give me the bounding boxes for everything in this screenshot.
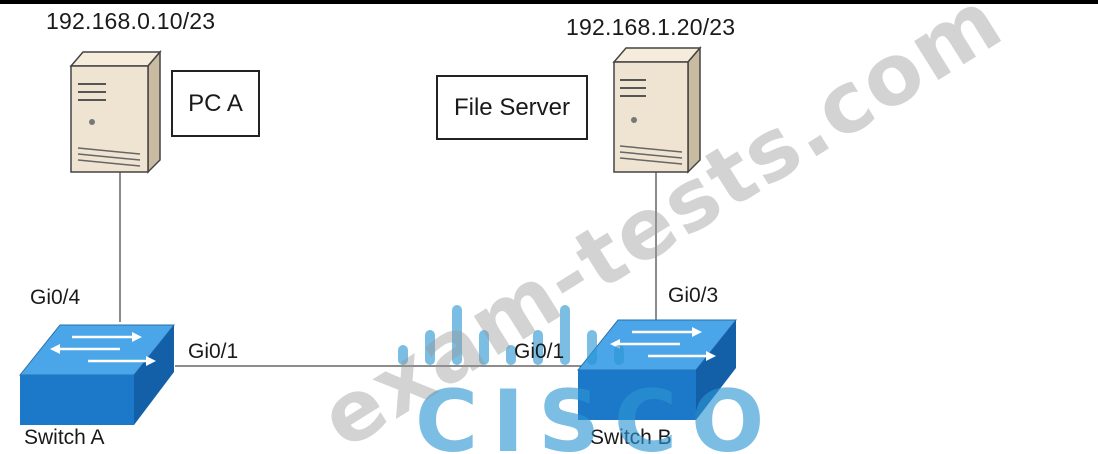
port-label-switch-b-gi0-1: Gi0/1: [514, 340, 565, 363]
server-name-box: File Server: [436, 75, 588, 140]
port-label-switch-a-gi0-1: Gi0/1: [188, 340, 239, 363]
port-label-gi0-4: Gi0/4: [30, 286, 81, 309]
pc-name-label: PC A: [188, 89, 243, 117]
switch-b-label: Switch B: [590, 426, 672, 449]
cisco-logo-text: CISCO: [415, 372, 779, 454]
pc-tower-icon: [69, 49, 162, 174]
port-label-gi0-3: Gi0/3: [668, 284, 719, 307]
switch-a-label: Switch A: [24, 426, 105, 449]
cisco-logo-bars: [398, 305, 624, 365]
server-tower-icon: [612, 45, 702, 174]
server-name-label: File Server: [453, 93, 571, 121]
server-ip-label: 192.168.1.20/23: [566, 14, 736, 40]
pc-ip-label: 192.168.0.10/23: [46, 8, 216, 34]
pc-name-box: PC A: [171, 70, 260, 137]
switch-a-icon: [18, 324, 176, 425]
